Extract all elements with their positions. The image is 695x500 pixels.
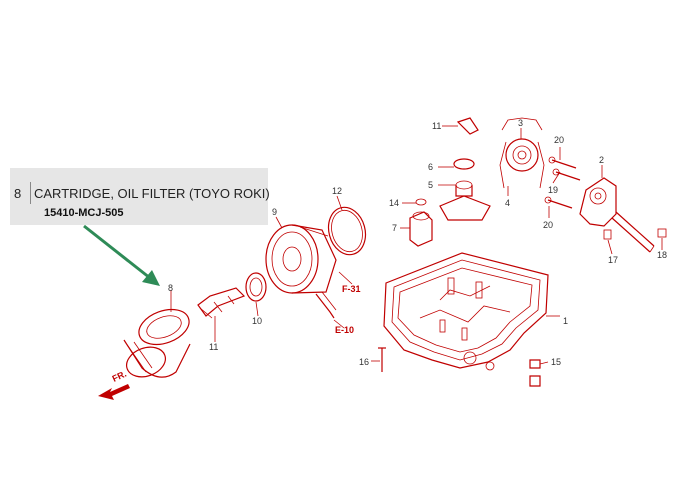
- joint-bolt-11: [197, 287, 246, 319]
- oil-strainer-cup: [439, 158, 491, 221]
- ref-e10: E-10: [335, 325, 354, 335]
- callout-1: 1: [563, 316, 568, 326]
- callout-5: 5: [428, 180, 433, 190]
- pump-bolts: [544, 156, 581, 209]
- pointer-arrow: [83, 224, 160, 286]
- info-separator: [30, 182, 31, 204]
- info-description: CARTRIDGE, OIL FILTER (TOYO ROKI): [34, 186, 270, 201]
- oil-pan: [383, 252, 549, 371]
- callout-15: 12: [332, 186, 342, 196]
- seal-10: [245, 272, 267, 302]
- oil-cooler-housing: [265, 224, 337, 319]
- callout-8: 8: [168, 283, 173, 293]
- callout-9: 9: [272, 207, 277, 217]
- gasket-15: [327, 206, 367, 256]
- callout-2: 2: [599, 155, 604, 165]
- callout-16: 15: [551, 357, 561, 367]
- ref-f31: F-31: [342, 284, 361, 294]
- callout-12: 11: [432, 121, 441, 131]
- oil-filter-cartridge: [123, 308, 191, 378]
- bolt-12: [456, 117, 479, 135]
- part-info-box: 8 CARTRIDGE, OIL FILTER (TOYO ROKI) 1541…: [10, 168, 270, 225]
- info-part-number[interactable]: 15410-MCJ-505: [44, 207, 124, 219]
- sprocket-chain: [499, 117, 545, 189]
- callout-14: 14: [389, 198, 399, 208]
- callout-20a: 20: [554, 135, 564, 145]
- callout-4: 4: [505, 198, 510, 208]
- callout-18: 16: [359, 357, 369, 367]
- callout-7: 7: [392, 223, 397, 233]
- callout-17b: 18: [657, 250, 667, 260]
- callout-6: 6: [428, 162, 433, 172]
- callout-10: 10: [252, 316, 262, 326]
- callout-20b: 20: [543, 220, 553, 230]
- info-ref-number: 8: [14, 186, 22, 201]
- callout-19: 19: [548, 185, 558, 195]
- callout-17a: 17: [608, 255, 618, 265]
- joint-pipe: [409, 198, 433, 247]
- oil-pump: [579, 177, 667, 253]
- direction-label: FR.: [111, 369, 128, 384]
- front-direction-arrow: FR.: [98, 369, 130, 400]
- callout-labels: 11 3 6 5 14 7 4 1 20 19 20 2 17 18 15 16…: [168, 118, 667, 367]
- leader-lines: [170, 125, 663, 365]
- callout-3: 3: [518, 118, 523, 128]
- drain-bolts: [378, 347, 541, 387]
- callout-11: 11: [209, 342, 218, 352]
